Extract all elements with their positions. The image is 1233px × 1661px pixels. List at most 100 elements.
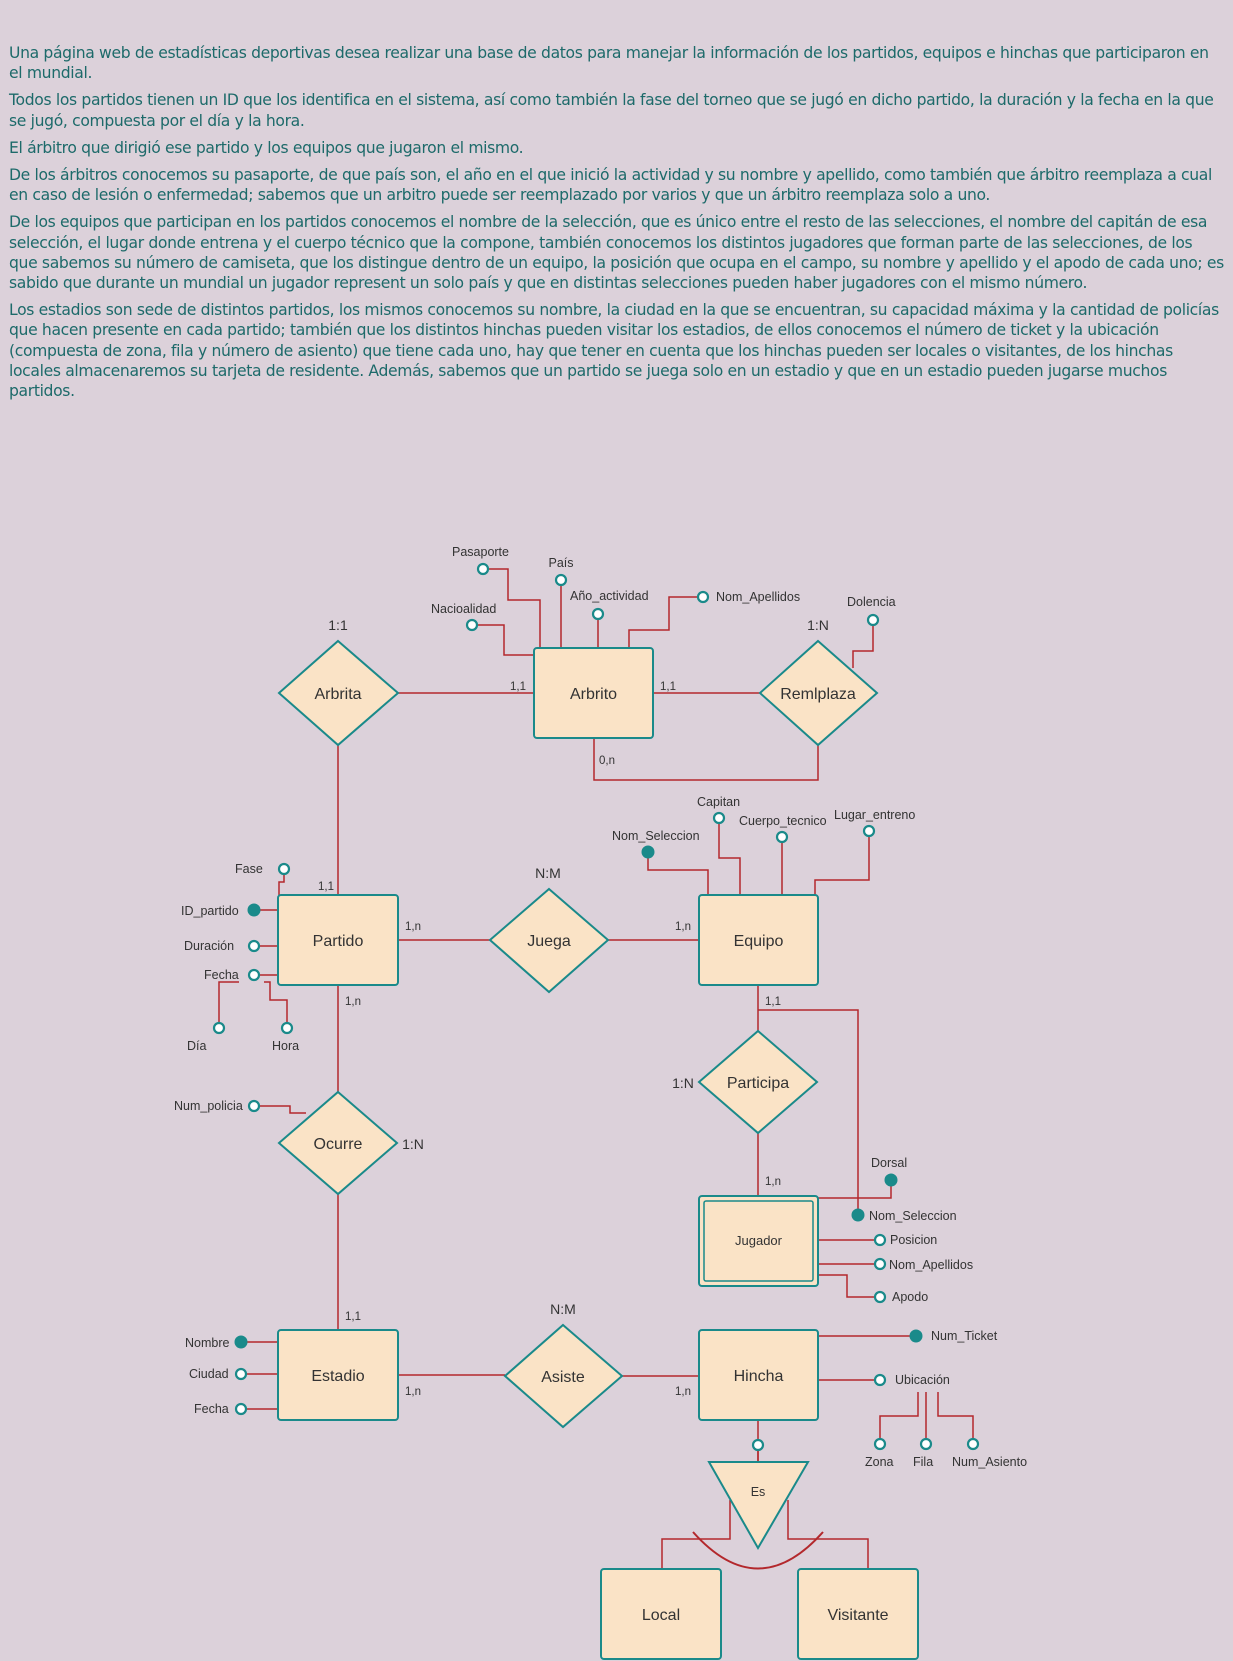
entity-label: Arbrito bbox=[570, 686, 617, 703]
attr-fecha-marker bbox=[247, 968, 261, 982]
cardinality-label: 1,n bbox=[765, 1176, 781, 1188]
attr-label: Nombre bbox=[185, 1336, 230, 1350]
attr-fecha-est-marker bbox=[234, 1402, 248, 1416]
attr-label: Num_Asiento bbox=[952, 1455, 1027, 1469]
attr-ubicacion-marker bbox=[873, 1373, 887, 1387]
relationship-remlplaza: Remlplaza bbox=[758, 639, 879, 747]
paragraph: Los estadios son sede de distintos parti… bbox=[9, 301, 1219, 401]
cardinality-label: 1,1 bbox=[765, 996, 781, 1008]
entity-visitante: Visitante bbox=[797, 1568, 919, 1660]
attr-num-policia-marker bbox=[247, 1099, 261, 1113]
attr-num-asiento-marker bbox=[966, 1437, 980, 1451]
cardinalities: 1,1 1,1 0,n 1,1 1,n 1,n 1,n 1,1 1,n 1,1 … bbox=[318, 681, 781, 1398]
entity-local: Local bbox=[600, 1568, 722, 1660]
paragraph: Todos los partidos tienen un ID que los … bbox=[9, 91, 1214, 130]
attr-label: Dolencia bbox=[847, 595, 896, 609]
attribute-labels: Pasaporte País Nacioalidad Año_actividad… bbox=[174, 545, 1027, 1469]
relationship-label: Juega bbox=[527, 933, 571, 950]
cardinality-label: 1,n bbox=[675, 921, 691, 933]
attr-zona-marker bbox=[873, 1437, 887, 1451]
attr-label: Lugar_entreno bbox=[834, 808, 915, 822]
attr-nom-seleccion-key bbox=[641, 845, 655, 859]
entity-label: Equipo bbox=[734, 933, 784, 950]
attr-nom-apellidos-jug-marker bbox=[873, 1257, 887, 1271]
attr-pasaporte-marker bbox=[476, 562, 490, 576]
cardinality-label: 1,1 bbox=[660, 681, 676, 693]
attr-apodo-marker bbox=[873, 1290, 887, 1304]
cardinality-label: 1,1 bbox=[345, 1311, 361, 1323]
cardinality-label: 1,n bbox=[675, 1386, 691, 1398]
attr-label: País bbox=[548, 556, 573, 570]
attr-ciudad-marker bbox=[234, 1367, 248, 1381]
attr-hora-marker bbox=[280, 1021, 294, 1035]
attr-label: Fecha bbox=[204, 968, 239, 982]
attr-label: Ciudad bbox=[189, 1367, 229, 1381]
attr-pais-marker bbox=[554, 573, 568, 587]
attr-label: Num_policia bbox=[174, 1099, 243, 1113]
attr-label: Cuerpo_tecnico bbox=[739, 814, 827, 828]
relationship-ocurre: Ocurre bbox=[277, 1090, 399, 1196]
entity-label: Visitante bbox=[827, 1607, 888, 1624]
entity-label: Estadio bbox=[311, 1368, 364, 1385]
attr-nom-apellidos-marker bbox=[696, 590, 710, 604]
attr-anio-actividad-marker bbox=[591, 607, 605, 621]
entity-equipo: Equipo bbox=[698, 894, 819, 986]
attr-label: Hora bbox=[272, 1039, 299, 1053]
entity-label: Hincha bbox=[734, 1368, 784, 1385]
attr-label: ID_partido bbox=[181, 904, 239, 918]
type-label: N:M bbox=[550, 1301, 576, 1317]
attr-fase-marker bbox=[277, 862, 291, 876]
relationship-label: Participa bbox=[727, 1075, 789, 1092]
relationship-label: Remlplaza bbox=[780, 686, 856, 703]
attr-nacioalidad-marker bbox=[465, 618, 479, 632]
attr-cuerpo-tecnico-marker bbox=[775, 830, 789, 844]
attr-label: Apodo bbox=[892, 1290, 928, 1304]
attr-lugar-entreno-marker bbox=[862, 824, 876, 838]
entity-hincha: Hincha bbox=[698, 1329, 819, 1421]
relationship-label: Arbrita bbox=[314, 686, 361, 703]
relationship-es: Es bbox=[707, 1461, 810, 1551]
attr-num-ticket-key bbox=[909, 1329, 923, 1343]
attr-id-partido-key bbox=[247, 903, 261, 917]
type-label: 1:1 bbox=[328, 617, 348, 633]
subtype-marker bbox=[751, 1438, 765, 1452]
attr-label: Nom_Seleccion bbox=[869, 1209, 957, 1223]
entity-arbrito: Arbrito bbox=[533, 647, 654, 739]
connectors bbox=[218, 568, 974, 1570]
paragraph: El árbitro que dirigió ese partido y los… bbox=[9, 138, 524, 157]
entity-label: Partido bbox=[313, 933, 364, 950]
cardinality-label: 1,1 bbox=[318, 881, 334, 893]
relationship-juega: Juega bbox=[488, 887, 610, 994]
attr-fila-marker bbox=[919, 1437, 933, 1451]
relationship-label: Asiste bbox=[541, 1369, 585, 1386]
attr-label: Nom_Seleccion bbox=[612, 829, 700, 843]
attr-label: Num_Ticket bbox=[931, 1329, 998, 1343]
cardinality-label: 1,n bbox=[405, 921, 421, 933]
attr-label: Fecha bbox=[194, 1402, 229, 1416]
cardinality-label: 1,1 bbox=[510, 681, 526, 693]
attr-label: Día bbox=[187, 1039, 207, 1053]
entity-label: Jugador bbox=[735, 1233, 783, 1248]
attr-label: Fase bbox=[235, 862, 263, 876]
attr-label: Posicion bbox=[890, 1233, 937, 1247]
problem-statement: Una página web de estadísticas deportiva… bbox=[9, 43, 1225, 408]
attr-label: Fila bbox=[913, 1455, 933, 1469]
attr-dolencia-marker bbox=[866, 613, 880, 627]
entity-jugador: Jugador bbox=[698, 1195, 819, 1287]
cardinality-label: 0,n bbox=[599, 755, 615, 767]
relationship-label: Es bbox=[751, 1485, 766, 1499]
paragraph: Una página web de estadísticas deportiva… bbox=[9, 44, 1209, 83]
attr-label: Dorsal bbox=[871, 1156, 907, 1170]
attribute-markers bbox=[212, 562, 980, 1452]
attr-nom-seleccion-jug-key bbox=[851, 1208, 865, 1222]
attr-label: Capitan bbox=[697, 795, 740, 809]
attr-label: Pasaporte bbox=[452, 545, 509, 559]
attr-nombre-key bbox=[234, 1335, 248, 1349]
entity-estadio: Estadio bbox=[277, 1329, 399, 1421]
entity-partido: Partido bbox=[277, 894, 399, 986]
paragraph: De los equipos que participan en los par… bbox=[9, 213, 1224, 293]
attr-dia-marker bbox=[212, 1021, 226, 1035]
cardinality-label: 1,n bbox=[405, 1386, 421, 1398]
paragraph: De los árbitros conocemos su pasaporte, … bbox=[9, 166, 1212, 205]
